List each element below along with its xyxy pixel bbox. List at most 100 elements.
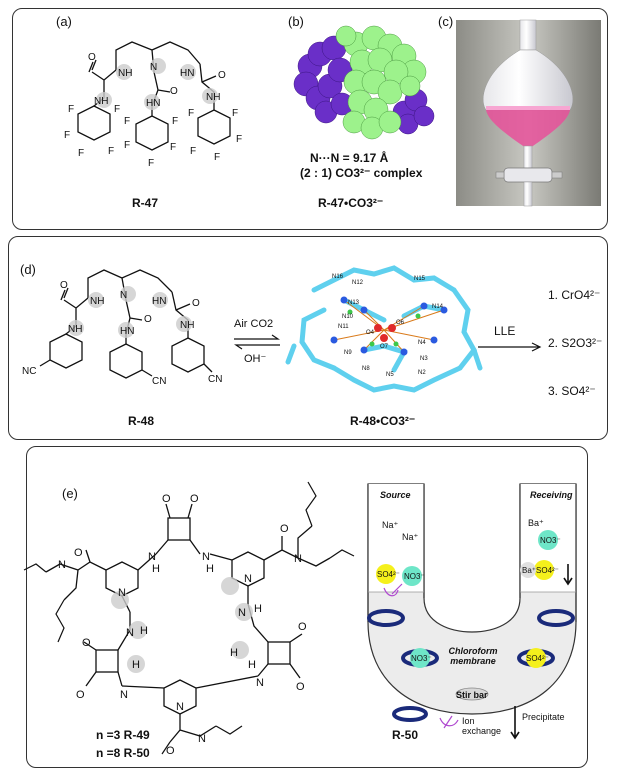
svg-text:O: O	[170, 86, 178, 97]
svg-text:NH: NH	[118, 68, 132, 79]
precipitate-label: Precipitate	[522, 712, 565, 722]
atom-n9: N9	[344, 350, 352, 356]
scheme-so4-mid: SO4²⁻	[526, 654, 549, 663]
svg-text:O: O	[218, 70, 226, 81]
svg-text:O: O	[82, 637, 91, 649]
atom-n16: N16	[332, 274, 344, 280]
separatory-funnel-photo	[456, 19, 601, 207]
svg-text:O: O	[280, 523, 289, 535]
svg-text:N: N	[58, 559, 66, 571]
u-tube-scheme	[367, 483, 577, 715]
equilibrium-arrows	[234, 334, 280, 350]
atom-o7: O7	[380, 344, 389, 350]
svg-text:N: N	[244, 573, 252, 585]
svg-text:N: N	[120, 290, 127, 301]
svg-text:H: H	[140, 625, 148, 637]
atom-n10: N10	[342, 314, 354, 320]
svg-text:F: F	[236, 134, 242, 145]
ion-exchange-icon	[439, 715, 459, 729]
precipitate-arrow	[510, 706, 520, 740]
svg-text:H: H	[132, 659, 140, 671]
scheme-no3-right: NO3⁻	[540, 536, 561, 545]
atom-n11: N11	[338, 324, 349, 330]
atom-n5: N5	[386, 372, 394, 378]
svg-text:H: H	[206, 563, 214, 575]
atom-n12: N12	[352, 280, 364, 286]
anion-2: 2. S2O3²⁻	[548, 336, 603, 350]
svg-text:F: F	[190, 146, 196, 157]
scheme-na1: Na⁺	[382, 520, 399, 530]
svg-text:NH: NH	[94, 96, 108, 107]
scheme-source: Source	[380, 490, 411, 500]
atom-o6: O6	[396, 320, 405, 326]
svg-text:N: N	[118, 587, 126, 599]
panel-e-label: (e)	[62, 486, 78, 501]
atom-n2: N2	[418, 370, 426, 376]
svg-text:F: F	[64, 130, 70, 141]
scheme-no3-left: NO3⁻	[404, 572, 425, 581]
svg-text:O: O	[74, 547, 83, 559]
panel-d	[8, 236, 608, 440]
svg-text:HN: HN	[152, 296, 166, 307]
r47-caption: R-47	[132, 196, 159, 210]
atom-n14: N14	[432, 304, 444, 310]
atom-n4: N4	[418, 340, 426, 346]
svg-text:HN: HN	[180, 68, 194, 79]
svg-text:N: N	[256, 677, 264, 689]
svg-text:NH: NH	[68, 324, 82, 335]
svg-text:NC: NC	[22, 366, 36, 377]
svg-text:H: H	[254, 603, 262, 615]
nn-distance: N···N = 9.17 Å	[310, 151, 389, 165]
svg-text:F: F	[68, 104, 74, 115]
scheme-receiving: Receiving	[530, 490, 573, 500]
svg-text:F: F	[108, 146, 114, 157]
svg-text:N: N	[176, 701, 184, 713]
n-label-r49: n =3 R-49	[96, 728, 150, 742]
panel-b-label: (b)	[288, 14, 304, 29]
svg-text:HN: HN	[146, 98, 160, 109]
svg-text:O: O	[162, 493, 171, 505]
r50-ring-icon	[392, 706, 428, 722]
svg-text:F: F	[172, 116, 178, 127]
svg-text:H: H	[230, 647, 238, 659]
svg-text:N: N	[294, 553, 302, 565]
r48-crystal-structure	[285, 265, 483, 393]
svg-text:F: F	[78, 148, 84, 159]
svg-text:F: F	[124, 116, 130, 127]
svg-text:F: F	[114, 104, 120, 115]
svg-text:O: O	[166, 745, 175, 757]
panel-d-label: (d)	[20, 262, 36, 277]
svg-text:F: F	[188, 108, 194, 119]
svg-text:F: F	[170, 142, 176, 153]
cpk-model	[293, 25, 435, 140]
svg-text:NH: NH	[206, 92, 220, 103]
scheme-stir-bar: Stir bar	[456, 690, 488, 700]
svg-text:F: F	[148, 158, 154, 169]
svg-text:N: N	[150, 62, 157, 73]
panel-a-label: (a)	[56, 14, 72, 29]
svg-text:F: F	[124, 140, 130, 151]
svg-text:N: N	[198, 733, 206, 745]
scheme-na2: Na⁺	[402, 532, 419, 542]
svg-text:O: O	[190, 493, 199, 505]
svg-text:N: N	[238, 607, 246, 619]
r48-co3-caption: R-48•CO3²⁻	[350, 414, 416, 428]
svg-text:O: O	[76, 689, 85, 701]
reagent-air-co2: Air CO2	[234, 318, 274, 330]
anion-3: 3. SO4²⁻	[548, 384, 596, 398]
svg-text:CN: CN	[208, 374, 222, 385]
scheme-baso4: Ba⁺SO4²⁻	[522, 566, 559, 575]
svg-text:N: N	[120, 689, 128, 701]
svg-text:N: N	[202, 551, 210, 563]
svg-text:O: O	[296, 681, 305, 693]
svg-text:O: O	[60, 280, 68, 291]
svg-text:O: O	[298, 621, 307, 633]
lle-label: LLE	[494, 324, 516, 338]
scheme-so4-left: SO4²⁻	[377, 570, 400, 579]
n-label-r50: n =8 R-50	[96, 746, 150, 760]
scheme-ba: Ba⁺	[528, 518, 544, 528]
svg-text:N: N	[126, 627, 134, 639]
svg-text:CN: CN	[152, 376, 166, 387]
